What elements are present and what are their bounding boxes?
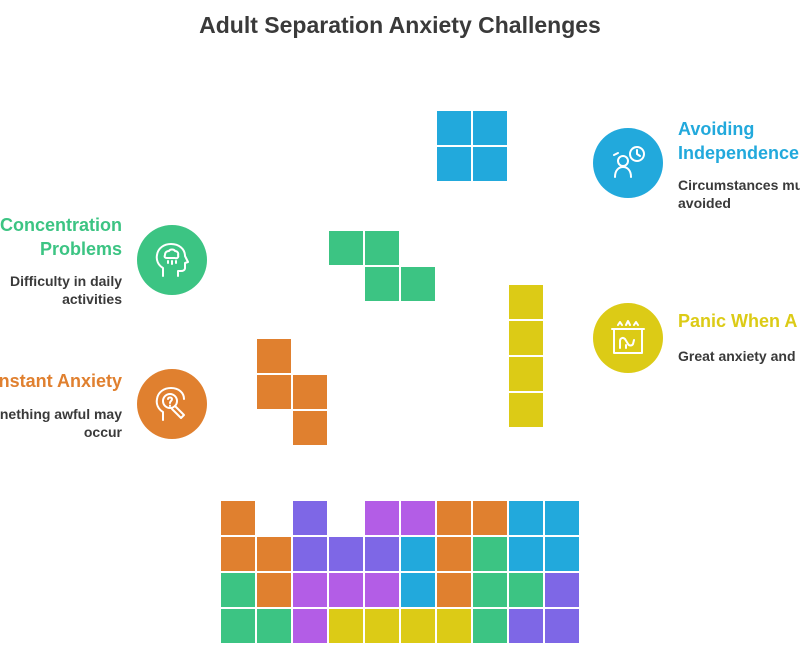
stack-block xyxy=(437,573,471,607)
stack-block xyxy=(509,609,543,643)
page-title: Adult Separation Anxiety Challenges xyxy=(199,12,601,38)
tetromino-block xyxy=(293,375,327,409)
stack-block xyxy=(257,609,291,643)
stack-block xyxy=(329,537,363,571)
stack-block xyxy=(545,537,579,571)
stack-block xyxy=(437,609,471,643)
tetromino-block xyxy=(437,111,471,145)
stack-block xyxy=(509,537,543,571)
stack-block xyxy=(221,501,255,535)
constant-desc-line2: occur xyxy=(83,424,122,440)
stack-block xyxy=(401,501,435,535)
constant-heading: nstant Anxiety xyxy=(0,371,122,391)
tetromino-block xyxy=(257,339,291,373)
wall-crack-icon xyxy=(593,303,663,373)
tetromino-block xyxy=(509,357,543,391)
stack-block xyxy=(221,609,255,643)
tetromino-block xyxy=(473,111,507,145)
tetromino-block xyxy=(365,231,399,265)
tetromino-block xyxy=(257,375,291,409)
tetromino-block xyxy=(509,321,543,355)
avoiding-desc-line2: avoided xyxy=(678,195,731,211)
avoiding-heading-line2: Independence xyxy=(678,143,800,163)
tetromino-block xyxy=(509,393,543,427)
stack-block xyxy=(293,501,327,535)
concentration-heading-line2: Problems xyxy=(39,239,122,259)
stack-block xyxy=(293,573,327,607)
constant-desc-line1: nething awful may xyxy=(0,406,122,422)
stack-block xyxy=(473,537,507,571)
tetromino-block xyxy=(473,147,507,181)
stack-block xyxy=(545,573,579,607)
stack-block xyxy=(473,501,507,535)
stack-block xyxy=(365,537,399,571)
stack-block xyxy=(545,501,579,535)
panic-desc: Great anxiety and xyxy=(678,348,796,364)
stack-block xyxy=(293,609,327,643)
concentration-desc-line2: activities xyxy=(62,291,122,307)
tetromino-block xyxy=(509,285,543,319)
stack-block xyxy=(473,609,507,643)
stack-block xyxy=(437,501,471,535)
stack-block xyxy=(437,537,471,571)
tetromino-block xyxy=(365,267,399,301)
brain-cloud-icon xyxy=(137,225,207,295)
stack-block xyxy=(473,573,507,607)
tetromino-block xyxy=(437,147,471,181)
avoiding-desc-line1: Circumstances mu xyxy=(678,177,800,193)
tetromino-block xyxy=(401,267,435,301)
concentration-heading-line1: Concentration xyxy=(0,215,122,235)
stack-block xyxy=(401,609,435,643)
head-question-icon xyxy=(137,369,207,439)
stack-block xyxy=(257,537,291,571)
stack-block xyxy=(293,537,327,571)
stack-block xyxy=(221,537,255,571)
avoiding-heading-line1: Avoiding xyxy=(678,119,755,139)
panic-heading: Panic When A xyxy=(678,311,798,331)
stack-block xyxy=(221,573,255,607)
stack-block xyxy=(365,501,399,535)
stack-block xyxy=(329,609,363,643)
tetromino-block xyxy=(293,411,327,445)
stack-block xyxy=(545,609,579,643)
stack-block xyxy=(509,501,543,535)
tetromino-block xyxy=(329,231,363,265)
person-clock-icon xyxy=(593,128,663,198)
stack-block xyxy=(365,573,399,607)
stack-block xyxy=(401,573,435,607)
stack-block xyxy=(257,573,291,607)
stack-block xyxy=(401,537,435,571)
stack-block xyxy=(365,609,399,643)
stack-block xyxy=(329,573,363,607)
stack-block xyxy=(509,573,543,607)
concentration-desc-line1: Difficulty in daily xyxy=(9,273,122,289)
